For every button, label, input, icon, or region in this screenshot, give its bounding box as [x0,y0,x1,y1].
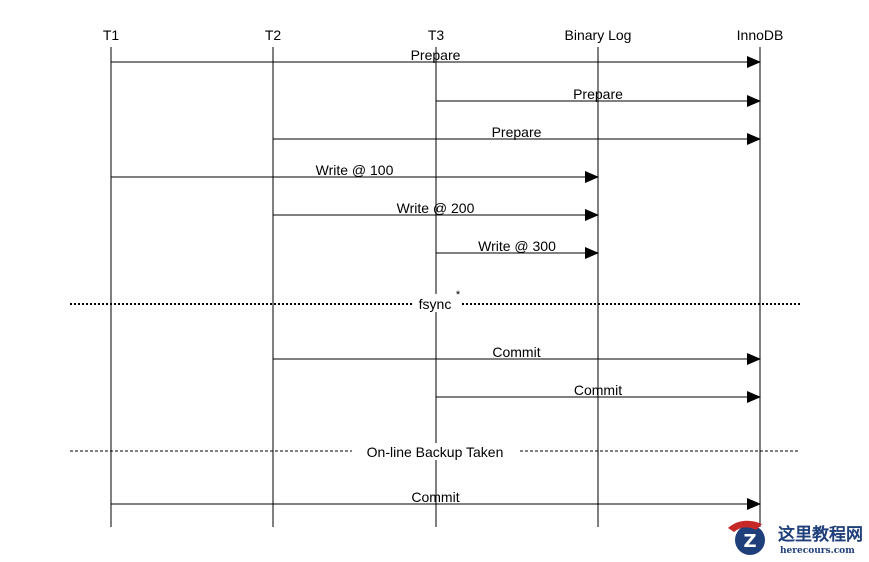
watermark-logo-letter: Z [743,531,756,552]
message-label-6: Write @ 300 [478,238,556,254]
watermark-logo-icon [735,525,765,555]
message-label-3: Prepare [492,124,542,140]
message-label-9: Commit [411,489,459,505]
participant-label-binary-log: Binary Log [565,27,632,43]
separator-label-fsync: fsync [419,296,452,312]
participant-label-t1: T1 [103,27,120,43]
message-label-8: Commit [574,382,622,398]
watermark-logo-swoosh [728,520,762,532]
separator-label-bg-fsync [412,294,462,312]
message-label-4: Write @ 100 [316,162,394,178]
watermark-text-cn: 这里教程网 [778,524,863,545]
separators: fsync * On-line Backup Taken [70,289,800,460]
message-label-2: Prepare [573,86,623,102]
watermark-logo: Z 这里教程网 herecours.com [728,520,863,556]
message-label-5: Write @ 200 [397,200,475,216]
participant-label-t2: T2 [265,27,282,43]
separator-label-backup: On-line Backup Taken [367,444,504,460]
separator-label-bg-backup [352,443,518,460]
message-label-7: Commit [492,344,540,360]
lifelines [110,47,761,527]
separator-mark-fsync: * [456,289,461,301]
watermark-text-en: herecours.com [780,546,855,556]
message-label-1: Prepare [411,47,461,63]
participant-label-innodb: InnoDB [737,27,784,43]
participant-label-t3: T3 [428,27,445,43]
